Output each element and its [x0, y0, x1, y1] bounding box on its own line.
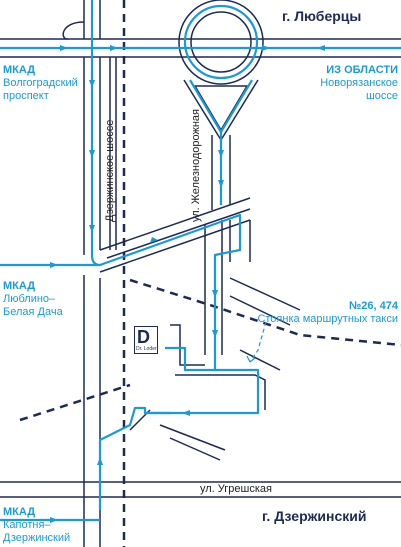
entry-line2: проспект [3, 90, 49, 102]
arrow-4 [317, 45, 325, 51]
arrow-11 [150, 237, 158, 243]
entry-line1: Новорязанское [320, 77, 398, 89]
arrow-2 [110, 45, 118, 51]
entry-line1: Волгоградский [3, 77, 78, 89]
road-zhd-1 [99, 197, 251, 251]
arrow-5 [89, 80, 95, 88]
street-ugreshskaya: ул. Угрешская [200, 483, 272, 495]
entry-title: ИЗ ОБЛАСТИ [326, 64, 398, 76]
route-to-logo [165, 346, 215, 372]
road-roundabout-inner [190, 11, 252, 73]
entry-title: МКАД [3, 280, 36, 292]
boundary-right [129, 278, 401, 347]
road-left-loop [62, 21, 85, 40]
road-zhd-mid [106, 208, 251, 259]
entry-mkad-volgogradsky: МКАД Волгоградский проспект [3, 64, 78, 103]
road-diag-r1 [229, 277, 301, 311]
road-diag-l1 [159, 424, 226, 451]
bus-stop-text: Стоянка маршрутных такси [257, 313, 398, 325]
road-block-1 [170, 324, 205, 366]
arrow-3 [262, 45, 270, 51]
entry-mkad-kapotnya: МКАД Капотня– Дзержинский [3, 506, 70, 545]
arrow-7 [89, 225, 95, 233]
road-diag-l2 [169, 437, 221, 461]
city-dzerzhinsky: г. Дзержинский [262, 508, 367, 524]
road-zhd-2 [99, 219, 251, 273]
route-bottom [98, 368, 260, 510]
entry-line1: Люблино– [3, 293, 56, 305]
city-lyubertsy: г. Люберцы [282, 8, 362, 24]
road-roundabout-outer [178, 0, 264, 85]
arrow-13 [212, 330, 218, 338]
road-block-2 [175, 374, 266, 410]
arrow-8 [218, 150, 224, 158]
entry-line2: шоссе [365, 90, 398, 102]
arrow-6 [89, 150, 95, 158]
arrow-16 [50, 517, 58, 523]
arrow-1 [60, 45, 68, 51]
destination-logo: D Dr. Loder [134, 326, 158, 354]
entry-line1: Капотня– [3, 519, 51, 531]
street-dzerzhinskoe: Дзержинское шоссе [104, 119, 116, 222]
arrow-15 [97, 457, 103, 465]
arrow-10 [50, 262, 58, 268]
route-arrows [50, 45, 325, 523]
logo-caption: Dr. Loder [136, 346, 157, 352]
route-roundabout [183, 4, 259, 80]
entry-line2: Дзержинский [3, 532, 71, 544]
entry-mkad-lyublino: МКАД Люблино– Белая Дача [3, 280, 63, 319]
bus-stop-pointer [249, 321, 267, 363]
entry-title: МКАД [3, 506, 36, 518]
arrow-14 [182, 410, 190, 416]
logo-letter: D [137, 327, 150, 347]
bus-stop-label: №26, 474 Стоянка маршрутных такси [257, 300, 398, 326]
road-diag-r2 [229, 295, 291, 326]
boundary-left [19, 383, 131, 422]
arrow-12 [212, 290, 218, 298]
road-diag-r3 [239, 349, 281, 371]
entry-from-region: ИЗ ОБЛАСТИ Новорязанское шоссе [320, 64, 398, 103]
bus-stop-pointer-head [246, 355, 256, 363]
arrow-9 [218, 180, 224, 188]
entry-line2: Белая Дача [3, 306, 63, 318]
city-boundary [19, 0, 401, 547]
route-left-vertical [90, 0, 101, 267]
bus-routes: №26, 474 [349, 300, 398, 312]
route-lines [0, 0, 401, 522]
route-zhd [0, 213, 242, 370]
entry-title: МКАД [3, 64, 36, 76]
road-triangle [193, 85, 249, 132]
street-zheleznodorozhnaya: ул. Железнодорожная [190, 108, 202, 222]
